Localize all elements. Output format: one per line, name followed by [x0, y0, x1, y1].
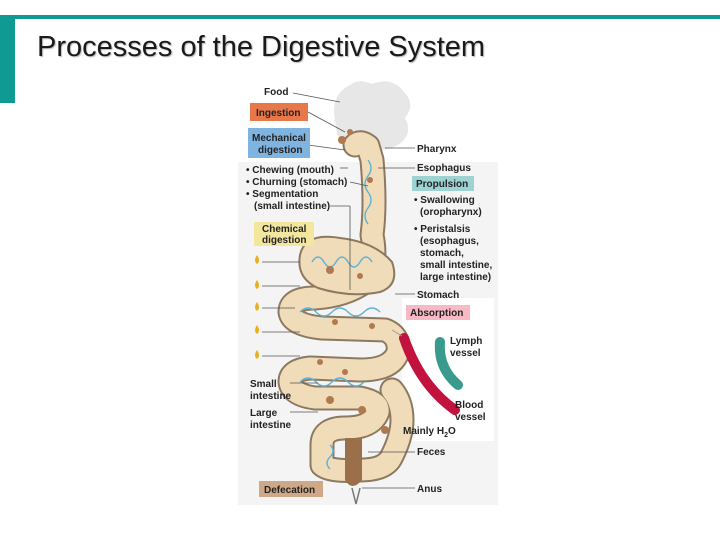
- peristalsis-label-1: • Peristalsis: [414, 224, 471, 235]
- food-particle: [332, 319, 338, 325]
- enzyme-drop: [255, 325, 259, 334]
- swallowing-label-2: (oropharynx): [420, 207, 482, 218]
- peristalsis-waves: [299, 159, 381, 470]
- blood-vessel-label-2: vessel: [455, 412, 486, 423]
- peristalsis-label-5: large intestine): [420, 272, 491, 283]
- food-particle: [317, 359, 323, 365]
- food-particle: [369, 323, 375, 329]
- esophagus-wave: [364, 159, 372, 225]
- lymph-vessel: [434, 337, 463, 390]
- food-particle: [326, 266, 334, 274]
- food-particle: [326, 396, 334, 404]
- propulsion-label: Propulsion: [416, 179, 468, 190]
- food-particle: [358, 406, 366, 414]
- leader-lines: [290, 92, 415, 489]
- small-intestine-wave-2: [299, 377, 365, 387]
- food-particle: [381, 426, 389, 434]
- title-accent-bar: [0, 15, 720, 19]
- chewing-label: • Chewing (mouth): [246, 165, 334, 176]
- food-leader: [292, 92, 341, 103]
- stomach-label: Stomach: [417, 290, 459, 301]
- pharynx-label: Pharynx: [417, 144, 457, 155]
- enzyme-drop: [255, 350, 259, 359]
- large-intestine-label-2: intestine: [250, 420, 292, 431]
- food-particle: [357, 273, 363, 279]
- stomach-shape: [298, 235, 396, 296]
- swallowing-label-1: • Swallowing: [414, 195, 475, 206]
- segmentation-label-2: (small intestine): [254, 201, 330, 212]
- mainly-h2o-label: Mainly H2O: [403, 426, 456, 439]
- mechanical-digestion-box: [248, 128, 310, 158]
- chemical-digestion-label-2: digestion: [262, 235, 306, 246]
- enzyme-drop: [255, 255, 259, 264]
- digestive-tract: [277, 130, 415, 505]
- anus-outlet: [351, 487, 361, 505]
- small-intestine-label-1: Small: [250, 379, 277, 390]
- food-particles: [317, 129, 389, 434]
- peristalsis-label-4: small intestine,: [420, 260, 492, 271]
- large-intestine-label-1: Large: [250, 408, 278, 419]
- churning-leader: [349, 181, 369, 187]
- chemical-digestion-label-1: Chemical: [262, 224, 307, 235]
- defecation-label: Defecation: [264, 485, 315, 496]
- mechanical-leader: [307, 144, 346, 151]
- absorption-label: Absorption: [410, 308, 463, 319]
- food-particle: [342, 369, 348, 375]
- mechanical-digestion-label-1: Mechanical: [252, 133, 306, 144]
- side-accent-bar: [0, 15, 15, 103]
- lymph-vessel-label-1: Lymph: [450, 336, 482, 347]
- ingestion-leader: [307, 111, 346, 133]
- blood-vessel-label-1: Blood: [455, 400, 483, 411]
- ingestion-box: [250, 103, 308, 121]
- propulsion-box: [412, 176, 474, 191]
- small-intestine-label-2: intestine: [250, 391, 292, 402]
- enzyme-drop: [255, 302, 259, 311]
- peristalsis-label-3: stomach,: [420, 248, 464, 259]
- enzyme-arrows: [262, 261, 300, 357]
- slide-title: Processes of the Digestive System: [37, 31, 486, 63]
- food-particle: [338, 136, 346, 144]
- absorption-arrow: [391, 329, 403, 337]
- segmentation-label-1: • Segmentation: [246, 189, 318, 200]
- food-label: Food: [264, 87, 288, 98]
- churning-label: • Churning (stomach): [246, 177, 347, 188]
- esophagus-label: Esophagus: [417, 163, 471, 174]
- ingestion-label: Ingestion: [256, 108, 300, 119]
- defecation-box: [259, 481, 323, 497]
- rectum-feces: [345, 438, 362, 486]
- anus-label: Anus: [417, 484, 442, 495]
- small-intestine-wave-1: [299, 307, 381, 317]
- large-intestine-wave: [326, 444, 334, 470]
- mechanical-digestion-label-2: digestion: [258, 145, 302, 156]
- food-particle: [367, 177, 373, 183]
- stomach-wave: [311, 256, 373, 268]
- blood-vessel: [399, 333, 460, 415]
- peristalsis-label-2: (esophagus,: [420, 236, 479, 247]
- chemical-digestion-box: [254, 222, 314, 246]
- food-particle: [347, 129, 353, 135]
- feces-label: Feces: [417, 447, 446, 458]
- enzyme-drop: [255, 280, 259, 289]
- absorption-box: [406, 305, 470, 320]
- lymph-vessel-label-2: vessel: [450, 348, 481, 359]
